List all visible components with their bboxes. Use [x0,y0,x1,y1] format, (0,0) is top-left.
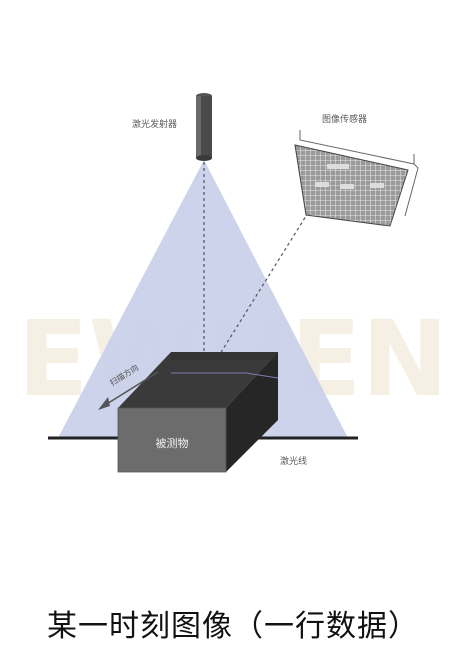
sensor-highlight-row [370,183,384,188]
sensor-bracket [404,163,419,217]
laser-line-on-object [171,372,279,379]
laser-emitter-label: 激光发射器 [132,120,178,130]
sensor-highlight-row [315,182,329,187]
sensor-bracket [299,130,415,165]
laser-emitter [196,93,212,161]
sensor-highlight-row [340,184,354,189]
image-sensor [294,130,419,227]
object-label: 被测物 [156,436,189,450]
scan-direction-arrow [98,371,159,410]
reflection-dashed-line [204,215,307,379]
laser-line-label: 激光线 [280,457,308,467]
sensor-highlight-row [327,164,349,169]
image-sensor-label: 图像传感器 [322,115,368,125]
measured-object-box [117,352,278,473]
figure-caption: 某一时刻图像（一行数据） [47,609,419,644]
